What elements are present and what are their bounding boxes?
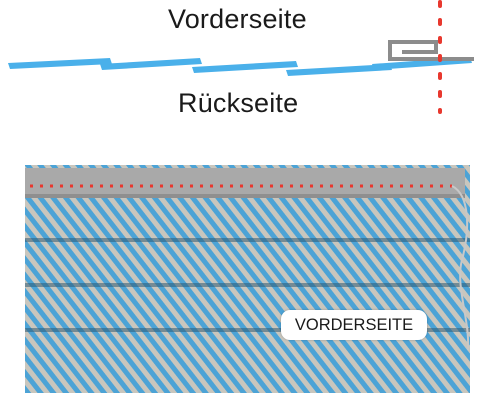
- needle-thread-icon: [451, 185, 470, 351]
- fabric-mask-illustration: [25, 165, 470, 393]
- folded-hem-icon: [388, 40, 474, 61]
- hem-band: [25, 168, 465, 198]
- front-side-label: Vorderseite: [168, 4, 307, 34]
- back-side-label: Rückseite: [178, 88, 299, 118]
- front-side-badge: VORDERSEITE: [281, 310, 427, 340]
- pleat-cross-section-diagram: [8, 0, 474, 114]
- pleat-lines: [25, 238, 470, 332]
- fabric-body: [25, 165, 470, 393]
